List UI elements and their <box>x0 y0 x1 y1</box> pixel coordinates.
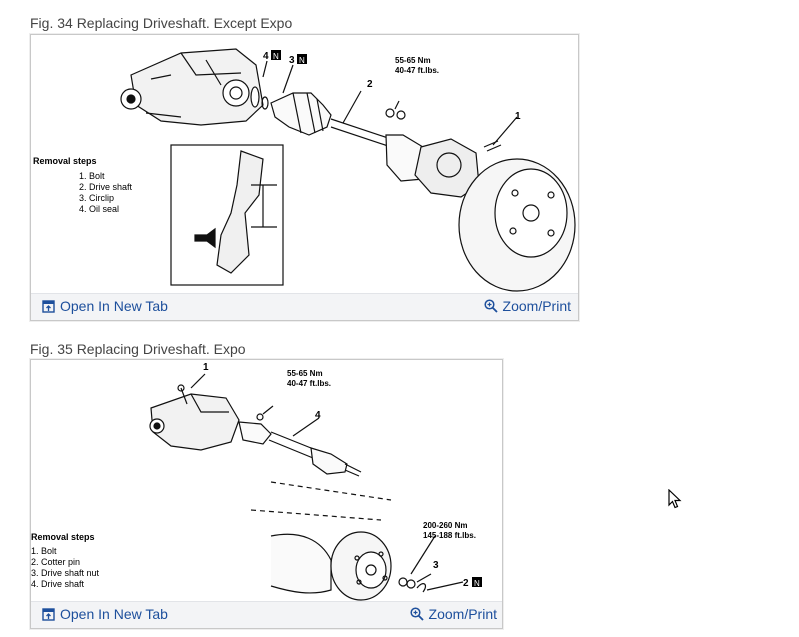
fig35-callout-4: 4 <box>315 410 321 421</box>
fig34-callout-4: 4 <box>263 51 269 62</box>
mouse-pointer-icon <box>668 488 682 514</box>
fig34-zoom-label: Zoom/Print <box>502 298 571 314</box>
fig34-steps-title: Removal steps <box>33 156 97 166</box>
fig35-torque-nm: 55-65 Nm <box>287 369 323 378</box>
fig34-step-1: 1. Bolt <box>79 171 105 181</box>
fig35-torque2-ftlb: 145-188 ft.lbs. <box>423 531 476 540</box>
fig35-n-badge <box>472 577 482 587</box>
fig35-step-3: 3. Drive shaft nut <box>31 568 100 578</box>
fig34-callout-1: 1 <box>515 111 521 122</box>
figure-35-container: 1 4 3 2 N 55-65 Nm 40-47 ft.lbs. 200-260… <box>30 359 503 629</box>
fig34-torque-nm: 55-65 Nm <box>395 56 431 65</box>
figure-34-container: 4 N 3 N 2 1 55-65 Nm 40-47 ft.lbs. Remov… <box>30 34 579 321</box>
figure-35-footer: Open In New Tab Zoom/Print <box>31 601 502 628</box>
figure-35-caption: Fig. 35 Replacing Driveshaft. Expo <box>30 341 246 357</box>
fig34-n-badge-3 <box>297 54 307 64</box>
fig34-torque-ftlb: 40-47 ft.lbs. <box>395 66 439 75</box>
figure-34-caption: Fig. 34 Replacing Driveshaft. Except Exp… <box>30 15 293 31</box>
fig35-callout-1: 1 <box>203 362 209 373</box>
fig35-steps-title: Removal steps <box>31 532 95 542</box>
fig34-step-2: 2. Drive shaft <box>79 182 133 192</box>
fig34-open-label: Open In New Tab <box>60 298 168 314</box>
fig35-step-2: 2. Cotter pin <box>31 557 80 567</box>
fig34-open-in-new-tab-link[interactable]: Open In New Tab <box>42 298 168 314</box>
fig34-callout-3: 3 <box>289 55 295 66</box>
open-in-new-tab-icon <box>42 607 55 621</box>
fig35-open-label: Open In New Tab <box>60 606 168 622</box>
fig34-n-badge-4-text: N <box>273 52 279 61</box>
fig35-torque2-nm: 200-260 Nm <box>423 521 467 530</box>
fig35-n-badge-text: N <box>474 579 480 588</box>
fig35-torque-ftlb: 40-47 ft.lbs. <box>287 379 331 388</box>
fig35-callout-3: 3 <box>433 560 439 571</box>
figure-34-footer: Open In New Tab Zoom/Print <box>31 293 578 320</box>
zoom-icon <box>409 607 424 621</box>
figure-35-diagram[interactable]: 1 4 3 2 N 55-65 Nm 40-47 ft.lbs. 200-260… <box>31 360 502 602</box>
figure-34-diagram[interactable]: 4 N 3 N 2 1 55-65 Nm 40-47 ft.lbs. Remov… <box>31 35 578 293</box>
fig35-step-1: 1. Bolt <box>31 546 57 556</box>
fig34-step-4: 4. Oil seal <box>79 204 119 214</box>
fig34-step-3: 3. Circlip <box>79 193 114 203</box>
fig35-open-in-new-tab-link[interactable]: Open In New Tab <box>42 606 168 622</box>
fig34-n-badge-3-text: N <box>299 56 305 65</box>
fig34-n-badge-4 <box>271 50 281 60</box>
fig35-zoom-label: Zoom/Print <box>428 606 497 622</box>
fig35-zoom-print-link[interactable]: Zoom/Print <box>409 606 497 622</box>
fig35-step-4: 4. Drive shaft <box>31 579 85 589</box>
fig34-zoom-print-link[interactable]: Zoom/Print <box>483 298 571 314</box>
open-in-new-tab-icon <box>42 299 55 313</box>
fig34-callout-2: 2 <box>367 79 373 90</box>
fig35-callout-2: 2 <box>463 578 469 589</box>
zoom-icon <box>483 299 498 313</box>
